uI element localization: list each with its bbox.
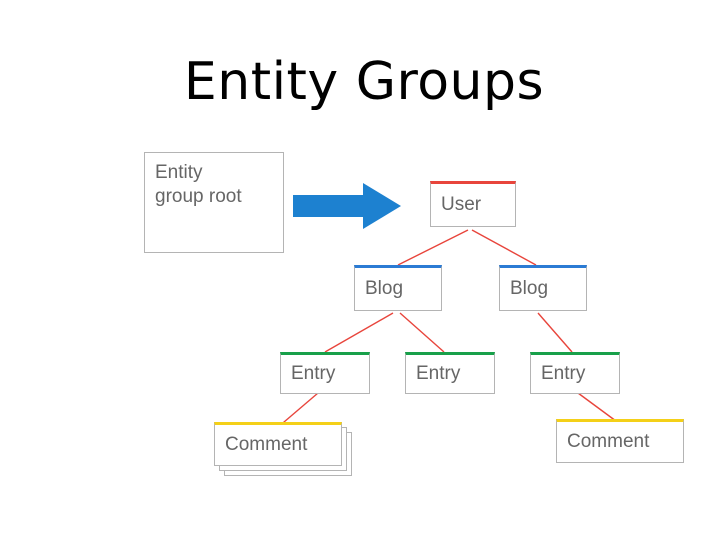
node-comment-2: Comment [556, 419, 684, 463]
node-label-line1: Entity [155, 162, 203, 183]
node-entry-3: Entry [530, 352, 620, 394]
node-label: Entry [416, 363, 461, 384]
edge-user-blog2 [471, 229, 537, 266]
edge-blog2-entry3 [537, 312, 573, 353]
group-root-arrow [293, 183, 401, 229]
node-label: Blog [510, 278, 549, 299]
node-label: Comment [567, 431, 650, 452]
node-label: User [441, 194, 482, 215]
edge-blog1-entry2 [399, 312, 445, 353]
node-entry-1: Entry [280, 352, 370, 394]
node-label: Blog [365, 278, 404, 299]
edge-blog1-entry1 [324, 312, 394, 353]
node-label-line2: group root [155, 186, 242, 207]
node-blog-1: Blog [354, 265, 442, 311]
node-label: Entry [541, 363, 586, 384]
node-entry-2: Entry [405, 352, 495, 394]
node-label: Entry [291, 363, 336, 384]
node-comment-1: Comment [214, 422, 342, 466]
node-label: Comment [225, 434, 308, 455]
node-user: User [430, 181, 516, 227]
node-blog-2: Blog [499, 265, 587, 311]
page-title: Entity Groups [183, 52, 545, 112]
node-entity-group-root: Entity group root [144, 152, 284, 253]
edge-user-blog1 [397, 229, 469, 266]
